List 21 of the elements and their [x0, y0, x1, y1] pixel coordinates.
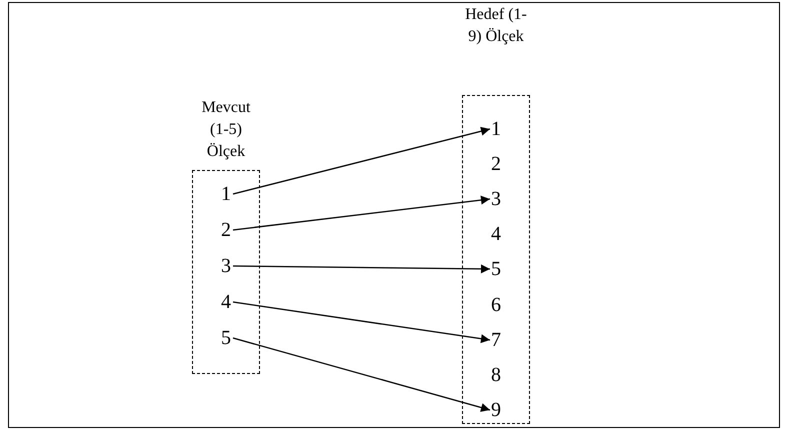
- scale-number: 5: [491, 258, 501, 280]
- column-heading: Mevcut (1-5) Ölçek: [200, 98, 252, 162]
- scale-number: 9: [491, 399, 501, 421]
- column-heading: Hedef (1-9) Ölçek: [464, 5, 528, 47]
- scale-number: 8: [491, 364, 501, 386]
- arrow: [232, 337, 490, 412]
- scale-number: 7: [491, 329, 501, 351]
- scale-number: 3: [491, 188, 501, 210]
- scale-number: 5: [221, 327, 231, 349]
- scale-number: 2: [491, 153, 501, 175]
- scale-number: 3: [221, 255, 231, 277]
- scale-number: 6: [491, 294, 501, 316]
- scale-number: 1: [221, 183, 231, 205]
- scale-number: 4: [221, 291, 231, 313]
- arrow: [233, 264, 490, 274]
- arrow: [232, 196, 490, 231]
- scale-number: 1: [491, 118, 501, 140]
- arrow: [232, 301, 490, 344]
- scale-number: 2: [221, 219, 231, 241]
- arrow: [232, 126, 490, 195]
- scale-number: 4: [491, 223, 501, 245]
